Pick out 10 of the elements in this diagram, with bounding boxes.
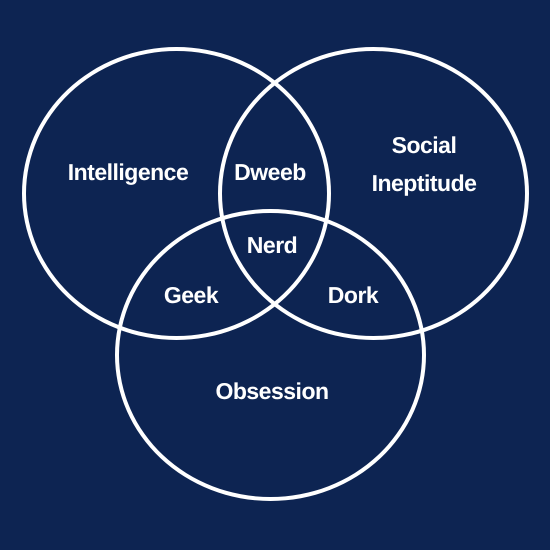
intersection-label: Nerd	[246, 231, 298, 260]
set-label: Intelligence	[68, 158, 188, 187]
set-label: Obsession	[215, 377, 329, 406]
venn-circle	[115, 209, 426, 501]
intersection-label: Geek	[164, 281, 218, 310]
venn-circle	[22, 47, 331, 340]
venn-circle	[218, 47, 529, 340]
intersection-label: Dweeb	[234, 158, 306, 187]
set-label: Social Ineptitude	[372, 131, 476, 198]
intersection-label: Dork	[328, 281, 378, 310]
